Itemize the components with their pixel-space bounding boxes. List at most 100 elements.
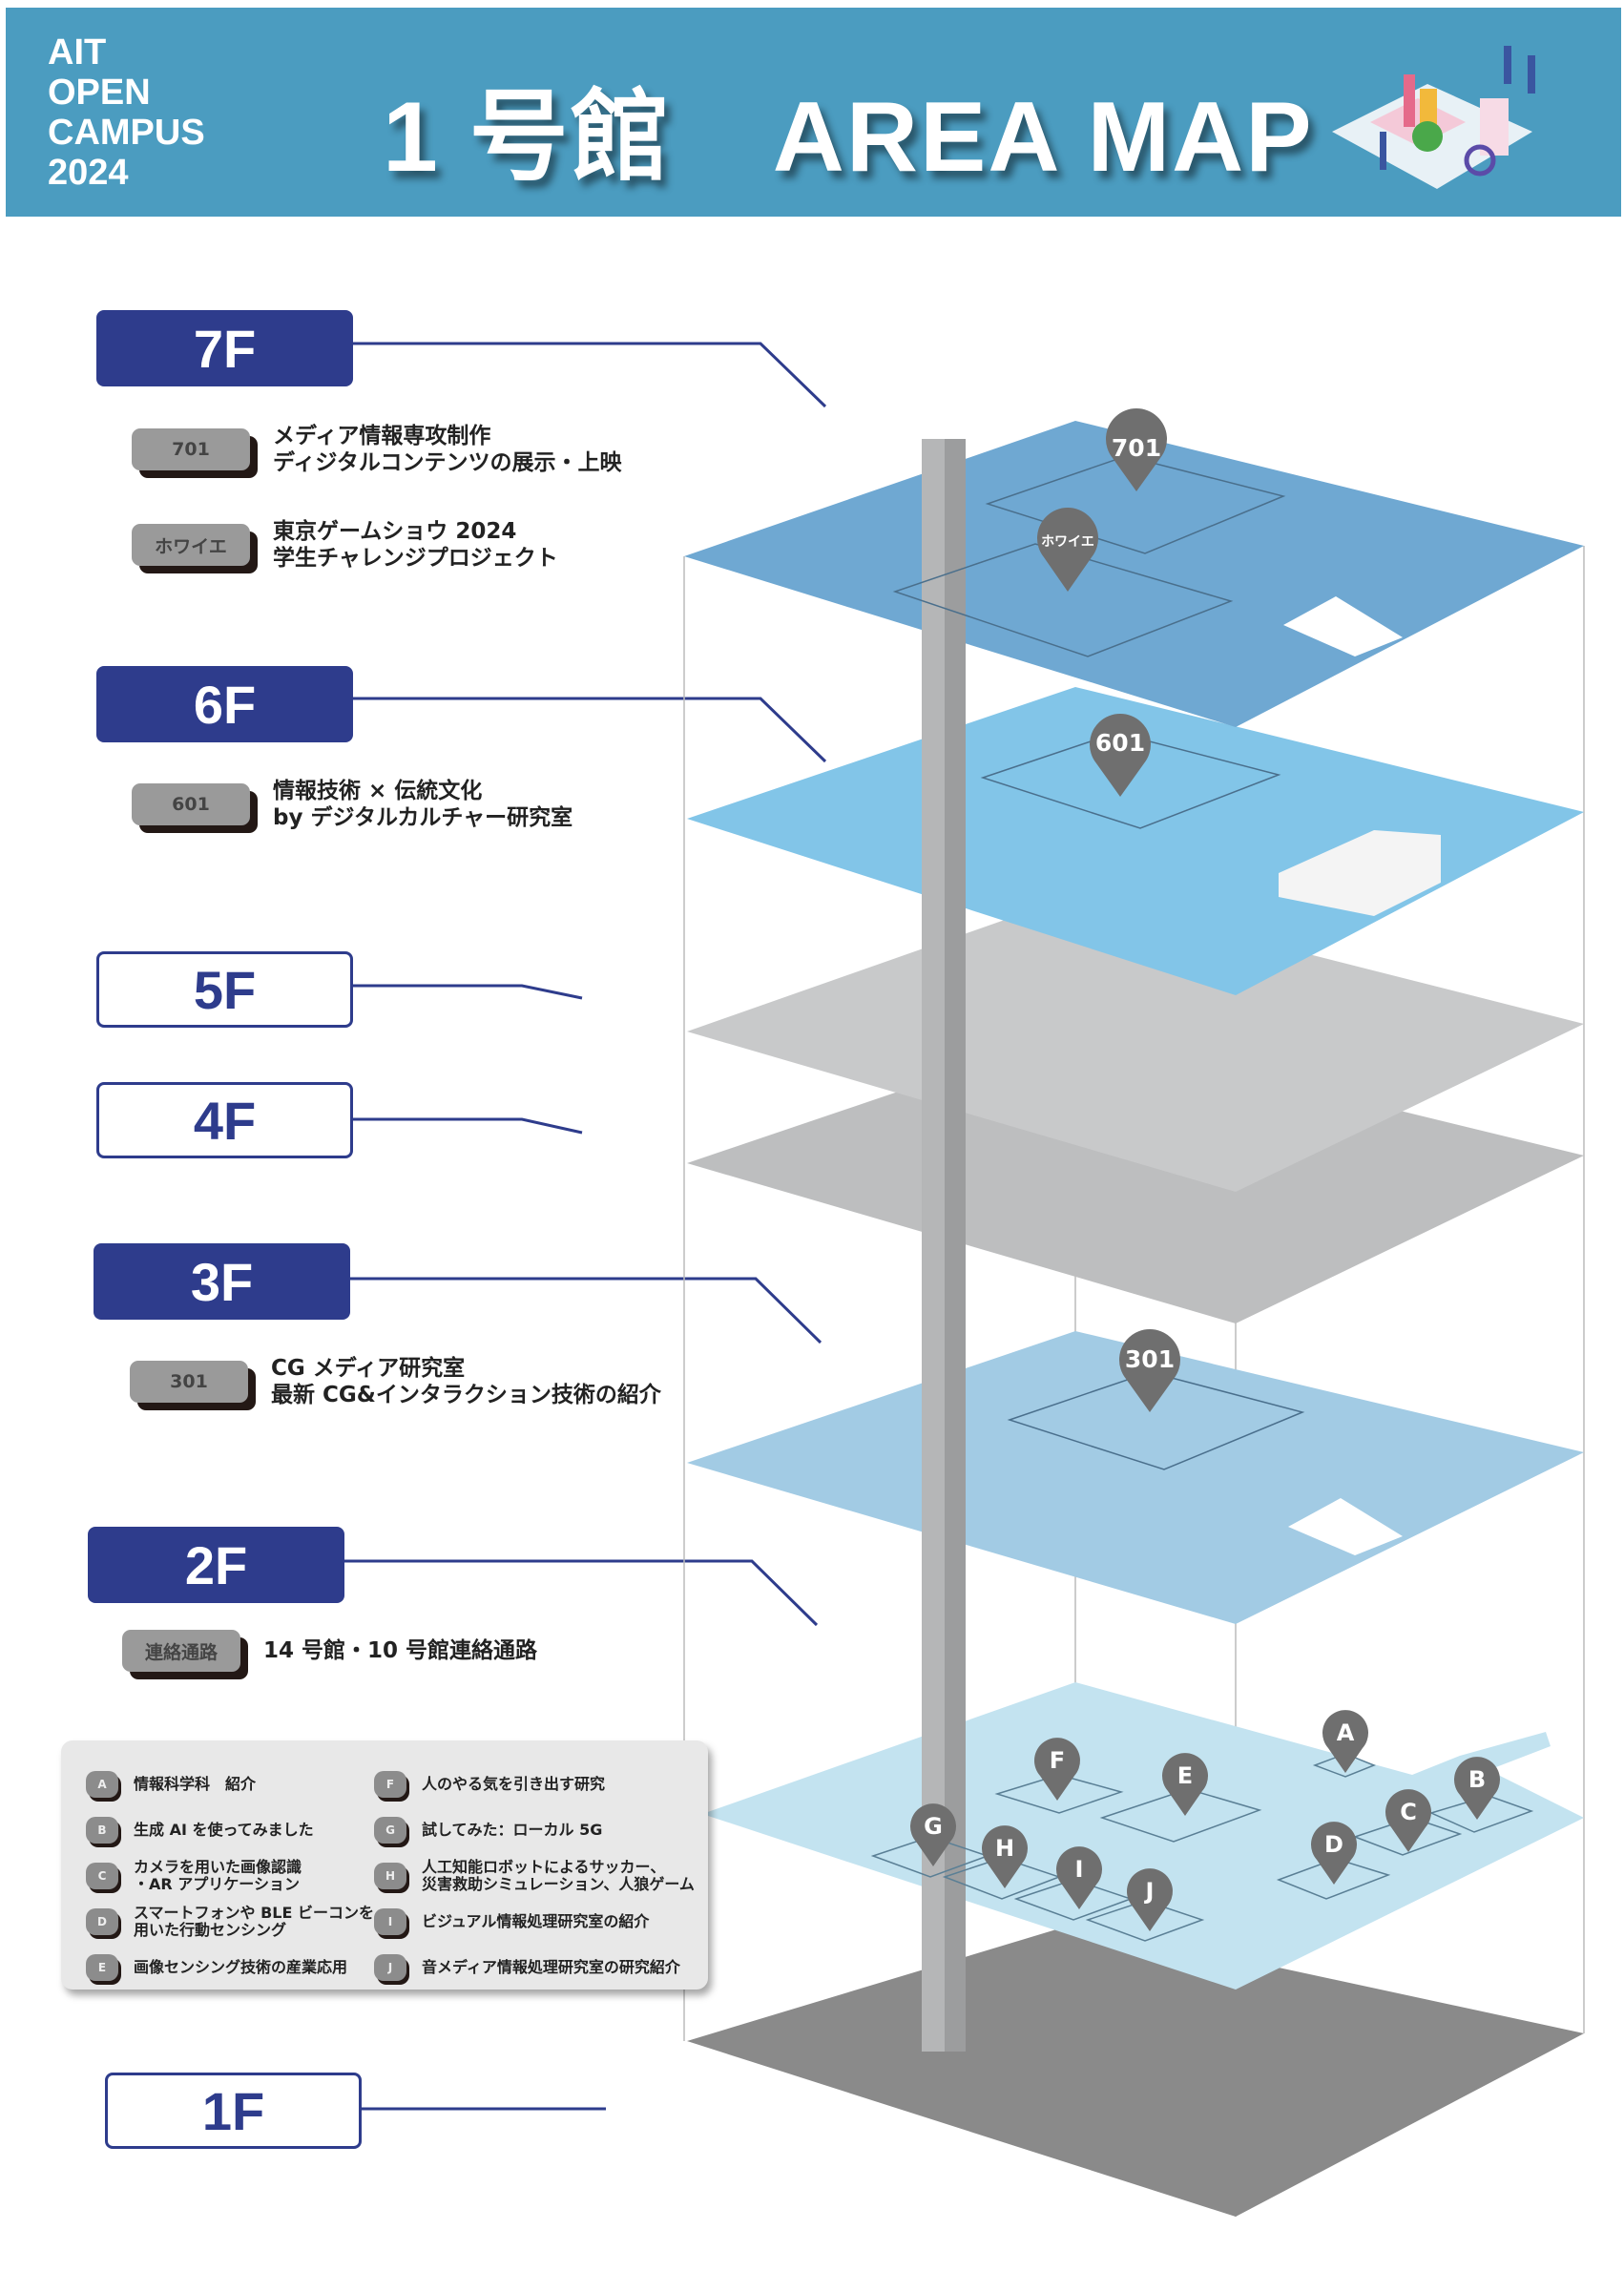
room-badge: 701 [132, 428, 250, 470]
floor-label-7f: 7F [96, 310, 353, 386]
legend-item-i: I ビジュアル情報処理研究室の紹介 [374, 1899, 695, 1945]
floor-label-5f: 5F [96, 951, 353, 1028]
legend-key: G [374, 1817, 406, 1844]
svg-text:G: G [924, 1813, 943, 1840]
header-banner: AIT OPEN CAMPUS 2024 1 号館 AREA MAP [6, 8, 1621, 217]
floor-1-plane [687, 1924, 1584, 2217]
data-analysis-illustration-icon [1332, 46, 1535, 189]
svg-text:D: D [1324, 1831, 1343, 1858]
svg-text:A: A [1337, 1719, 1355, 1746]
room-desc: 学生チャレンジプロジェクト [273, 546, 558, 571]
legend-text: 画像センシング技術の産業応用 [134, 1958, 348, 1976]
legend-key: D [86, 1908, 118, 1935]
brand-line: 2024 [48, 153, 129, 193]
pin-g: G [909, 1803, 956, 1866]
legend-item-h: H 人工知能ロボットによるサッカー、災害救助シミュレーション、人狼ゲーム [374, 1853, 695, 1899]
floor-label-3f: 3F [94, 1243, 350, 1320]
floor-label-1f: 1F [105, 2073, 362, 2149]
connector-7f [353, 342, 827, 408]
svg-text:H: H [995, 1835, 1014, 1862]
svg-text:301: 301 [1125, 1345, 1175, 1373]
legend-text: 音メディア情報処理研究室の研究紹介 [422, 1958, 680, 1976]
legend-text: カメラを用いた画像認識 [134, 1858, 302, 1876]
pin-f: F [1033, 1738, 1080, 1801]
legend-key: H [374, 1863, 406, 1889]
floor-label-4f: 4F [96, 1082, 353, 1158]
legend-text: 試してみた：ローカル 5G [422, 1821, 603, 1839]
legend-item-b: B 生成 AI を使ってみました [86, 1807, 374, 1853]
connector-5f [353, 984, 583, 1000]
legend-key: B [86, 1817, 118, 1844]
pin-c: C [1385, 1789, 1432, 1852]
pin-601: 601 [1090, 714, 1151, 797]
legend-key: E [86, 1954, 118, 1981]
legend-key: C [86, 1863, 118, 1889]
room-badge: 連絡通路 [122, 1630, 240, 1672]
connector-2f [344, 1559, 819, 1627]
legend-key: I [374, 1908, 406, 1935]
pin-e: E [1162, 1753, 1208, 1816]
legend-item-f: F 人のやる気を引き出す研究 [374, 1761, 695, 1807]
room-desc: 最新 CG&インタラクション技術の紹介 [271, 1383, 661, 1407]
svg-text:I: I [1075, 1856, 1084, 1883]
legend-text: 生成 AI を使ってみました [134, 1821, 314, 1839]
pin-301: 301 [1119, 1329, 1180, 1412]
room-item-301: 301 CG メディア研究室最新 CG&インタラクション技術の紹介 [130, 1355, 661, 1408]
legend-text: ビジュアル情報処理研究室の紹介 [422, 1912, 650, 1930]
room-badge: 601 [132, 783, 250, 825]
connector-4f [353, 1117, 583, 1135]
room-desc: 14 号館・10 号館連絡通路 [263, 1638, 538, 1663]
page-title: 1 号館 AREA MAP [383, 82, 1314, 193]
pin-h: H [982, 1825, 1028, 1888]
legend-text: 災害救助シミュレーション、人狼ゲーム [422, 1875, 695, 1893]
room-desc: 東京ゲームショウ 2024 [273, 519, 517, 544]
room-desc: ディジタルコンテンツの展示・上映 [273, 450, 622, 475]
legend-item-g: G 試してみた：ローカル 5G [374, 1807, 695, 1853]
floor-5-plane [687, 895, 1584, 1192]
brand-line: OPEN [48, 73, 151, 113]
legend-text: スマートフォンや BLE ビーコンを [134, 1904, 374, 1922]
room-desc: メディア情報専攻制作 [273, 424, 491, 448]
svg-text:J: J [1144, 1878, 1155, 1905]
floor-2-plane [702, 1682, 1584, 1990]
pin-i: I [1056, 1846, 1102, 1909]
svg-text:C: C [1400, 1799, 1417, 1825]
pin-b: B [1453, 1757, 1501, 1820]
legend-key: F [374, 1771, 406, 1798]
room-desc: 情報技術 × 伝統文化 [273, 779, 483, 803]
room-badge: ホワイエ [132, 524, 250, 566]
legend-text: 情報科学科 紹介 [134, 1775, 257, 1793]
svg-text:601: 601 [1095, 729, 1145, 757]
first-floor-legend: A 情報科学科 紹介 B 生成 AI を使ってみました C カメラを用いた画像認識・A… [61, 1740, 708, 1990]
floor-6-plane [687, 687, 1584, 995]
legend-item-d: D スマートフォンや BLE ビーコンを用いた行動センシング [86, 1899, 374, 1945]
legend-text: 人のやる気を引き出す研究 [422, 1775, 606, 1793]
legend-item-a: A 情報科学科 紹介 [86, 1761, 374, 1807]
room-badge: 301 [130, 1361, 248, 1403]
legend-key: A [86, 1771, 118, 1798]
pin-701: 701 [1106, 408, 1167, 491]
room-desc: CG メディア研究室 [271, 1356, 466, 1381]
room-desc: by デジタルカルチャー研究室 [273, 805, 573, 830]
legend-key: J [374, 1954, 406, 1981]
pin-a: A [1322, 1710, 1368, 1773]
svg-text:F: F [1050, 1747, 1065, 1774]
connector-3f [349, 1277, 822, 1344]
legend-text: 用いた行動センシング [134, 1921, 287, 1939]
legend-item-j: J 音メディア情報処理研究室の研究紹介 [374, 1945, 695, 1990]
stairs-icon [1279, 596, 1441, 1555]
pin-d: D [1311, 1822, 1357, 1885]
pin-foyer: ホワイエ [1037, 508, 1098, 592]
legend-text: 人工知能ロボットによるサッカー、 [422, 1858, 666, 1876]
floor-label-6f: 6F [96, 666, 353, 742]
room-item-701: 701 メディア情報専攻制作ディジタルコンテンツの展示・上映 [132, 423, 621, 476]
legend-text: ・AR アプリケーション [134, 1875, 300, 1893]
svg-text:ホワイエ: ホワイエ [1041, 534, 1094, 550]
event-brand: AIT OPEN CAMPUS 2024 [48, 32, 205, 193]
svg-text:701: 701 [1112, 434, 1161, 462]
legend-item-c: C カメラを用いた画像認識・AR アプリケーション [86, 1853, 374, 1899]
brand-line: CAMPUS [48, 113, 205, 153]
